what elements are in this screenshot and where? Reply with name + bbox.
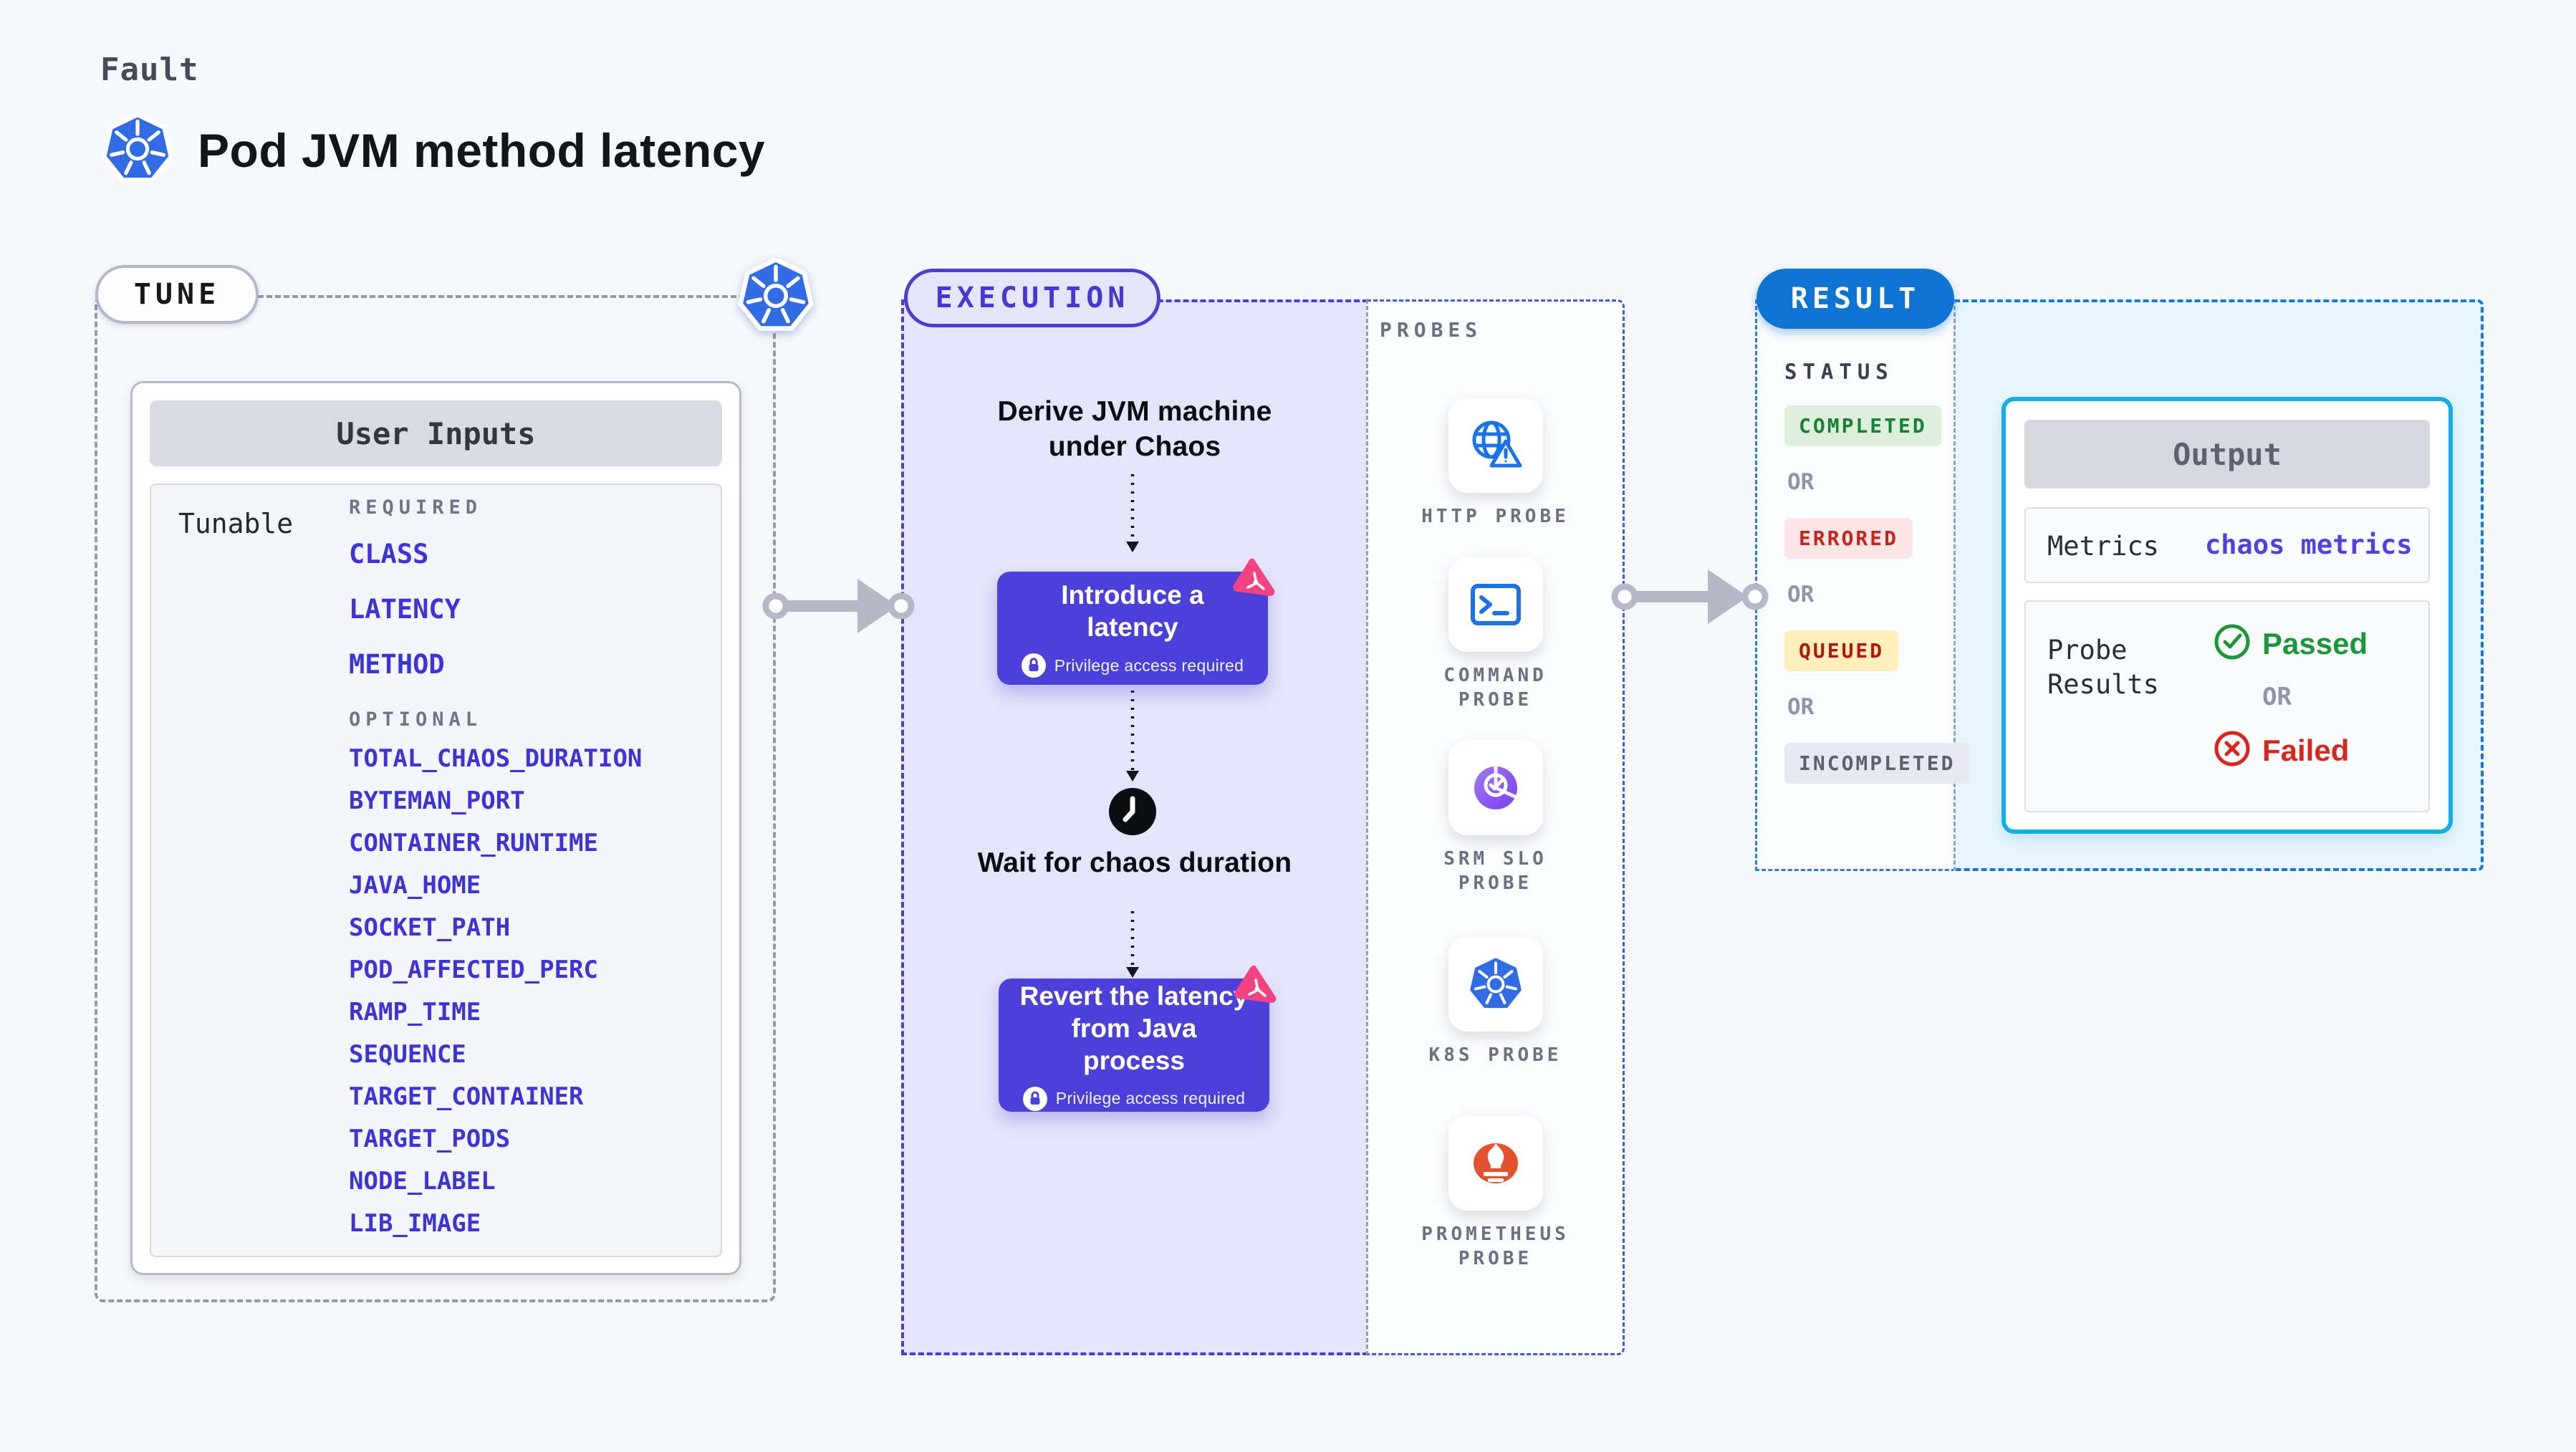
tune-to-execution-arrow <box>762 579 915 633</box>
tunable-item[interactable]: POD_AFFECTED_PERC <box>349 956 598 984</box>
tunable-item[interactable]: CONTAINER_RUNTIME <box>349 829 598 857</box>
metrics-row: Metrics chaos metrics <box>2024 507 2430 583</box>
slo-check-icon[interactable] <box>1448 741 1543 835</box>
check-circle-icon <box>2214 623 2251 664</box>
tunable-item[interactable]: METHOD <box>349 649 445 680</box>
revert-latency-step[interactable]: Revert the latency from Java process Pri… <box>999 965 1277 1112</box>
status-badge-completed: COMPLETED <box>1784 405 1941 446</box>
tunable-item[interactable]: BYTEMAN_PORT <box>349 787 525 815</box>
globe-alert-icon[interactable] <box>1448 398 1543 493</box>
probe-item: SRM SLO PROBE <box>1366 741 1625 895</box>
execution-pill[interactable]: EXECUTION <box>904 269 1160 327</box>
status-badge-incompleted: INCOMPLETED <box>1784 743 1970 784</box>
status-list: COMPLETED OR ERRORED OR QUEUED OR INCOMPLETED <box>1784 405 1970 784</box>
probe-label: SRM SLO PROBE <box>1443 848 1547 894</box>
probe-label: K8S PROBE <box>1428 1044 1562 1066</box>
output-header: Output <box>2024 420 2430 489</box>
tunable-item[interactable]: SOCKET_PATH <box>349 913 511 942</box>
x-circle-icon <box>2214 730 2251 771</box>
status-badge-errored: ERRORED <box>1784 518 1913 559</box>
tunable-item[interactable]: JAVA_HOME <box>349 871 481 900</box>
result-pill[interactable]: RESULT <box>1756 269 1954 329</box>
passed-label: Passed <box>2262 626 2368 660</box>
probe-item: HTTP PROBE <box>1366 398 1625 529</box>
probe-passed-line: Passed <box>2214 623 2368 664</box>
execution-to-result-arrow <box>1611 569 1769 624</box>
failed-label: Failed <box>2262 733 2350 767</box>
kubernetes-icon <box>736 256 815 335</box>
tune-section <box>95 295 776 1302</box>
tunable-item[interactable]: CLASS <box>349 539 429 569</box>
probe-item: PROMETHEUS PROBE <box>1366 1116 1625 1271</box>
tunable-item[interactable]: LATENCY <box>349 594 461 625</box>
tunable-item[interactable]: SEQUENCE <box>349 1040 466 1069</box>
privilege-note: Privilege access required <box>1054 655 1244 675</box>
lock-icon <box>1022 1086 1047 1111</box>
derive-step-label: Derive JVM machine under Chaos <box>997 396 1272 462</box>
kubernetes-icon <box>100 112 175 186</box>
status-badge-queued: QUEUED <box>1784 630 1899 671</box>
flow-arrow-down-icon <box>1126 691 1139 782</box>
terminal-icon[interactable] <box>1448 557 1543 652</box>
wait-step-label: Wait for chaos duration <box>977 847 1292 878</box>
optional-group-label: OPTIONAL <box>349 708 483 731</box>
probe-failed-line: Failed <box>2214 730 2368 771</box>
tunable-item[interactable]: TARGET_PODS <box>349 1125 511 1153</box>
privilege-note: Privilege access required <box>1055 1089 1246 1107</box>
tunable-item[interactable]: LIB_IMAGE <box>349 1209 481 1238</box>
litmus-chaos-icon <box>1229 554 1279 605</box>
lock-icon <box>1021 653 1046 678</box>
tune-pill[interactable]: TUNE <box>95 265 259 324</box>
probe-item: K8S PROBE <box>1366 937 1625 1067</box>
or-separator: OR <box>1787 469 1815 495</box>
tunable-row-label: Tunable <box>178 508 294 539</box>
metrics-value[interactable]: chaos metrics <box>2205 529 2413 560</box>
user-inputs-card: User Inputs Tunable REQUIRED CLASS LATENC… <box>130 381 741 1275</box>
probes-heading: PROBES <box>1380 318 1483 342</box>
tunable-item[interactable]: NODE_LABEL <box>349 1167 496 1196</box>
user-inputs-panel: Tunable REQUIRED CLASS LATENCY METHOD OPTI… <box>150 484 722 1257</box>
probe-label: HTTP PROBE <box>1421 506 1570 527</box>
or-separator: OR <box>2262 683 2292 711</box>
probe-label: PROMETHEUS PROBE <box>1421 1223 1570 1269</box>
flow-arrow-down-icon <box>1126 911 1139 978</box>
litmus-chaos-icon <box>1231 961 1281 1011</box>
probe-results-label: Probe Results <box>2047 635 2159 700</box>
tunable-item[interactable]: RAMP_TIME <box>349 998 481 1027</box>
page-title: Pod JVM method latency <box>198 124 766 177</box>
step-title: Revert the latency from Java process <box>1019 981 1249 1075</box>
introduce-latency-step[interactable]: Introduce a latency Privilege access req… <box>997 558 1275 685</box>
fault-kicker: Fault <box>100 52 199 88</box>
clock-icon <box>1109 788 1156 835</box>
step-title: Introduce a latency <box>1061 580 1204 642</box>
kubernetes-icon[interactable] <box>1448 937 1543 1032</box>
required-group-label: REQUIRED <box>349 496 483 519</box>
output-card: Output Metrics chaos metrics Probe Resul… <box>2001 397 2453 834</box>
probe-results-row: Probe Results Passed OR Failed <box>2024 600 2430 812</box>
probe-item: COMMAND PROBE <box>1366 557 1625 712</box>
tunable-list: REQUIRED CLASS LATENCY METHOD OPTIONAL TOT… <box>349 496 714 1238</box>
flow-arrow-down-icon <box>1126 474 1139 552</box>
prometheus-icon[interactable] <box>1448 1116 1543 1211</box>
metrics-label: Metrics <box>2047 531 2159 562</box>
user-inputs-header: User Inputs <box>150 400 722 466</box>
tunable-item[interactable]: TOTAL_CHAOS_DURATION <box>349 744 643 773</box>
tunable-item[interactable]: TARGET_CONTAINER <box>349 1082 584 1111</box>
probe-label: COMMAND PROBE <box>1443 665 1547 711</box>
status-heading: STATUS <box>1784 360 1894 384</box>
or-separator: OR <box>1787 582 1815 607</box>
or-separator: OR <box>1787 694 1815 720</box>
